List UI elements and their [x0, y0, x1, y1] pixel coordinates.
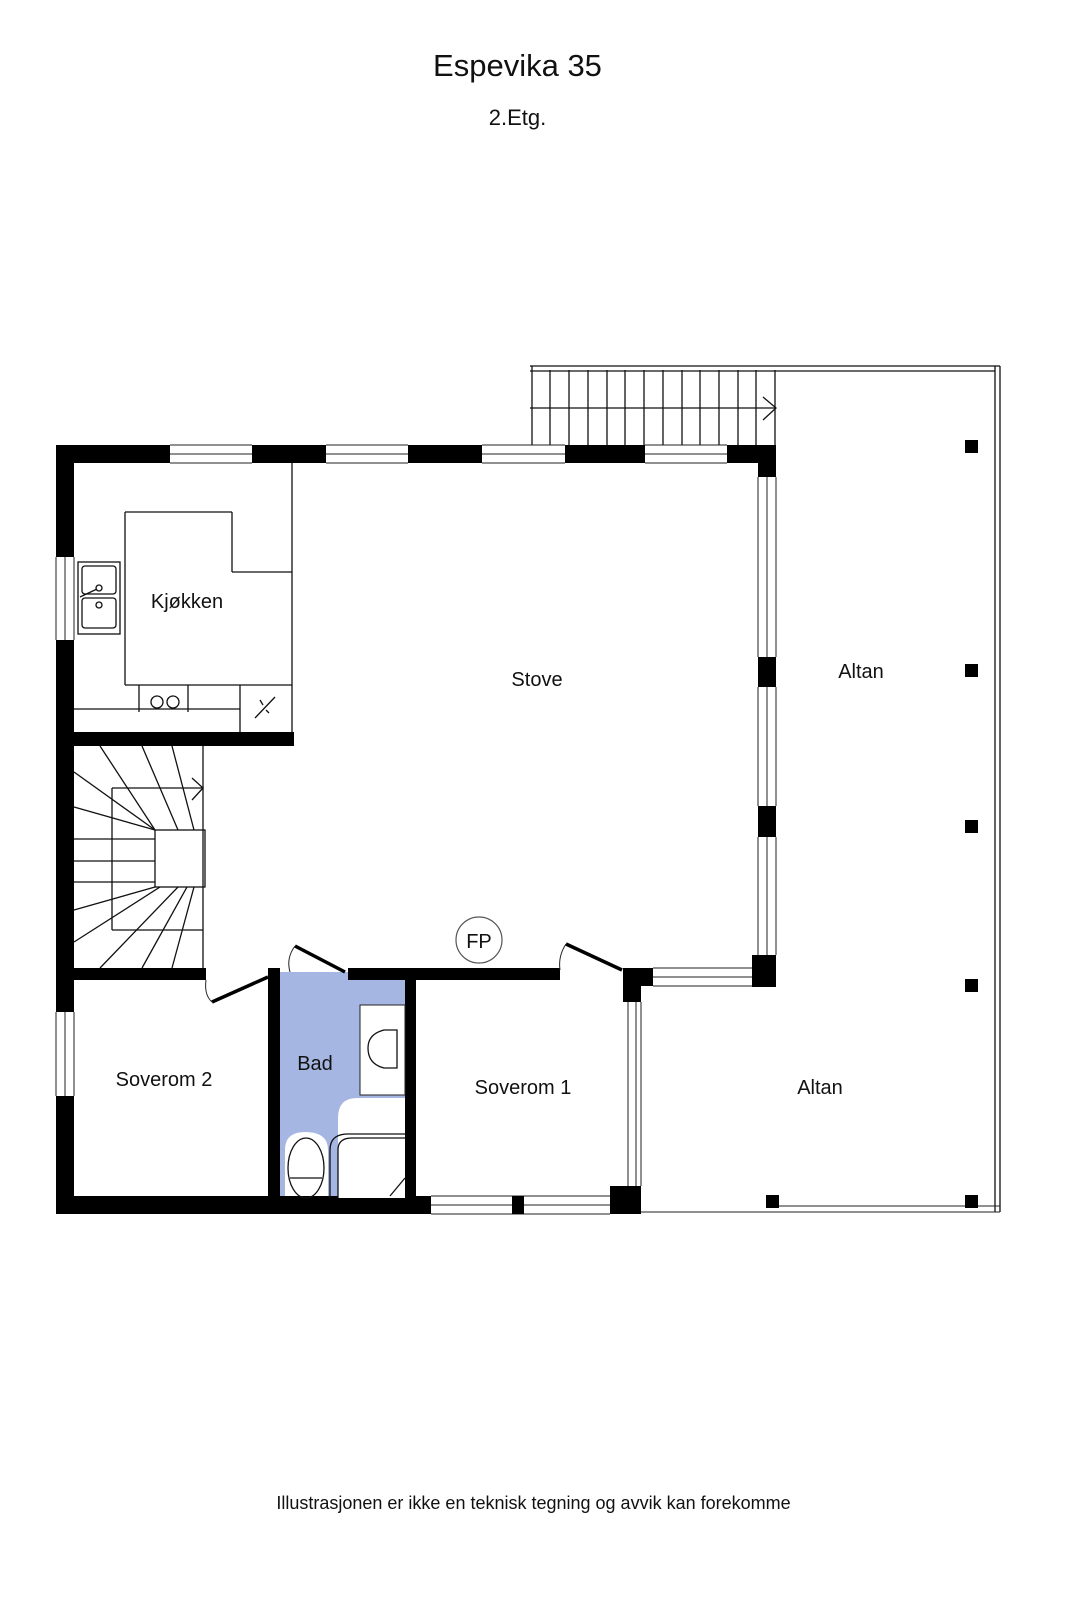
fp-label: FP — [466, 931, 492, 953]
interior-staircase — [73, 745, 206, 969]
walls — [55, 444, 1000, 1215]
room-label-balcony-north: Altan — [838, 661, 884, 683]
bathroom-fixtures — [287, 1004, 406, 1199]
disclaimer: Illustrasjonen er ikke en teknisk tegnin… — [276, 1493, 791, 1513]
balcony-posts — [766, 440, 978, 1208]
exterior-staircase — [530, 365, 1001, 1212]
fp-marker: FP — [455, 916, 503, 964]
room-label-kitchen: Kjøkken — [151, 591, 223, 613]
room-label-bedroom-1: Soverom 1 — [475, 1077, 572, 1099]
stove-icon — [150, 695, 180, 709]
kitchen-counters — [74, 463, 293, 732]
floor-label: 2.Etg. — [488, 105, 547, 130]
room-label-bedroom-2: Soverom 2 — [116, 1069, 213, 1091]
doors — [205, 942, 623, 1004]
room-label-living: Stove — [511, 669, 562, 691]
dishwasher-icon — [254, 696, 276, 719]
room-label-balcony-south: Altan — [797, 1077, 843, 1099]
plan-title: Espevika 35 — [433, 48, 602, 83]
room-label-bathroom: Bad — [297, 1053, 333, 1075]
sink-icon — [77, 561, 121, 635]
